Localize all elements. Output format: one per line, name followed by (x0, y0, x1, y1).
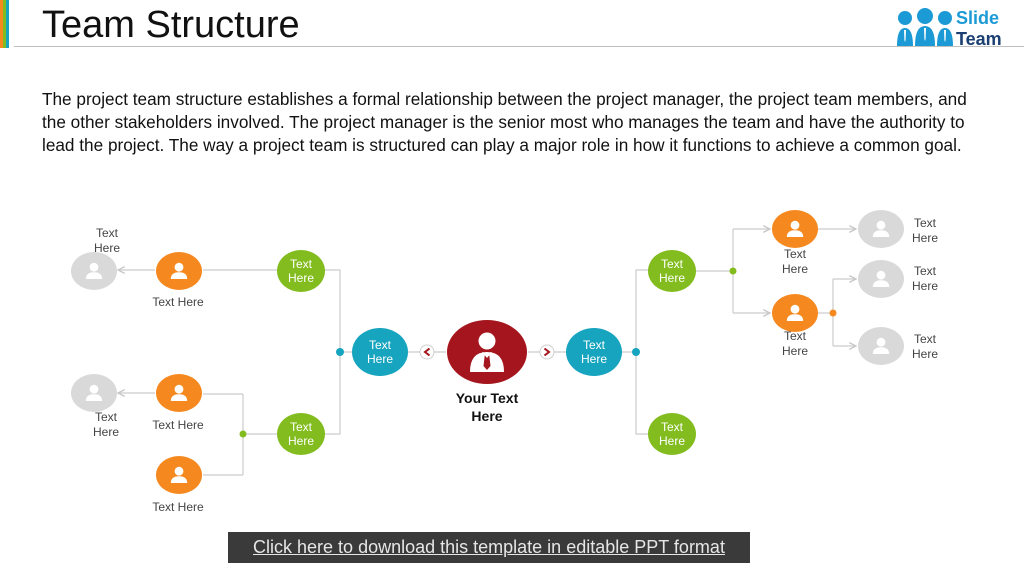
left-bottom-person1-node (156, 374, 202, 412)
left-top-node (277, 250, 325, 292)
left-top-person-label: Text Here (152, 295, 204, 309)
junction-dot (729, 267, 737, 275)
logo-text-slide: Slide (956, 8, 1000, 28)
right-top-person1-node (772, 210, 818, 248)
page-title: Team Structure (42, 4, 300, 46)
left-hub-node (352, 328, 408, 376)
connector-line (322, 269, 352, 353)
right-top-node (648, 250, 696, 292)
junction-dot (239, 430, 247, 438)
title-accent-bar (0, 0, 10, 48)
right-member3-node (858, 327, 904, 365)
connector-line (635, 352, 650, 435)
connector-line (322, 352, 341, 435)
title-divider (14, 46, 1024, 47)
left-top-person-node (156, 252, 202, 290)
chevron-left-icon (419, 344, 435, 360)
right-bottom-node (648, 413, 696, 455)
download-template-link[interactable]: Click here to download this template in … (228, 532, 750, 563)
chevron-right-icon (539, 344, 555, 360)
left-bottom-person1-label: Text Here (152, 418, 204, 432)
junction-dot (632, 348, 640, 356)
logo-text-team: Team (956, 29, 1002, 49)
project-manager-node (447, 320, 527, 384)
connector-line (622, 269, 650, 353)
description-paragraph: The project team structure establishes a… (42, 89, 967, 155)
right-top-person2-node (772, 294, 818, 332)
junction-dot (336, 348, 344, 356)
left-bottom-person2-label: Text Here (152, 500, 204, 514)
left-bottom-person2-node (156, 456, 202, 494)
right-member2-node (858, 260, 904, 298)
junction-dot (829, 309, 837, 317)
left-bottom-node (277, 413, 325, 455)
right-member1-node (858, 210, 904, 248)
left-top-member-node (71, 252, 117, 290)
slideteam-logo: Slide Team (896, 6, 1008, 49)
team-people-icon (897, 8, 953, 46)
left-bottom-member-node (71, 374, 117, 412)
right-hub-node (566, 328, 622, 376)
